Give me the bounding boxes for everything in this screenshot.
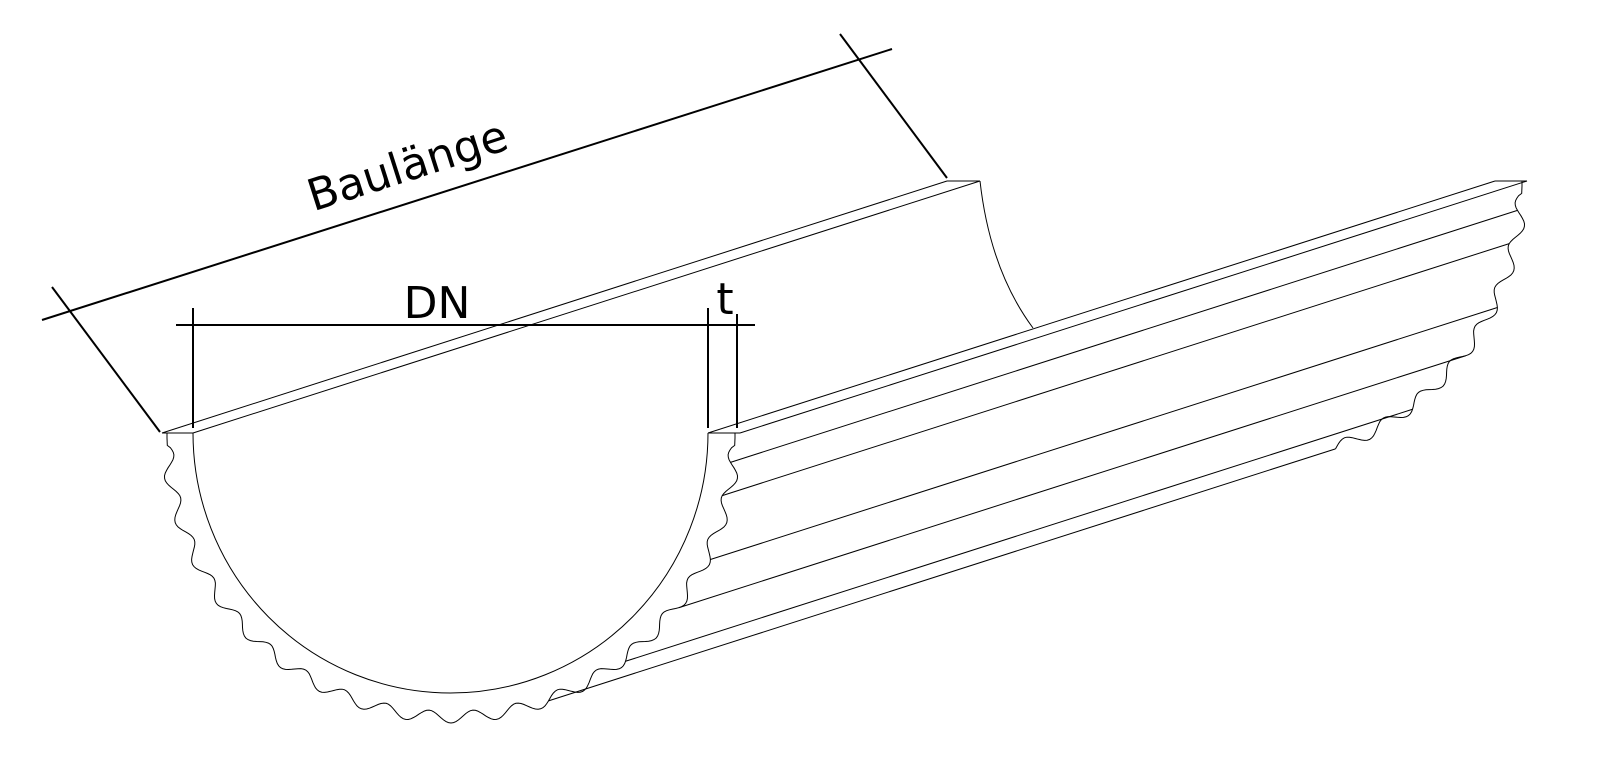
length-extension-left	[51, 286, 161, 433]
length-label: Baulänge	[301, 110, 514, 222]
diameter-label: DN	[404, 278, 471, 329]
inner-back-curve	[979, 180, 1034, 329]
ridge-line-2	[722, 243, 1510, 497]
right-rim-edge-inner	[707, 180, 1496, 434]
left-rim-edge-outer	[161, 180, 948, 434]
left-rim-edge-inner	[192, 180, 981, 434]
ridge-line-3	[710, 307, 1498, 560]
corrugated-back-profile	[1335, 181, 1526, 450]
ridge-line-6	[548, 448, 1336, 702]
gutter-body	[161, 180, 1528, 724]
ridge-line-1	[730, 209, 1518, 463]
length-dimension-line	[41, 48, 893, 321]
thickness-label: t	[716, 274, 733, 325]
ridge-line-5	[625, 408, 1413, 662]
longitudinal-ridges	[548, 209, 1518, 702]
corrugated-front-profile	[163, 433, 739, 724]
length-extension-right	[839, 33, 948, 179]
inner-semicircle	[192, 432, 709, 694]
right-rim-edge-outer	[739, 180, 1528, 434]
ridge-line-4	[678, 355, 1466, 609]
